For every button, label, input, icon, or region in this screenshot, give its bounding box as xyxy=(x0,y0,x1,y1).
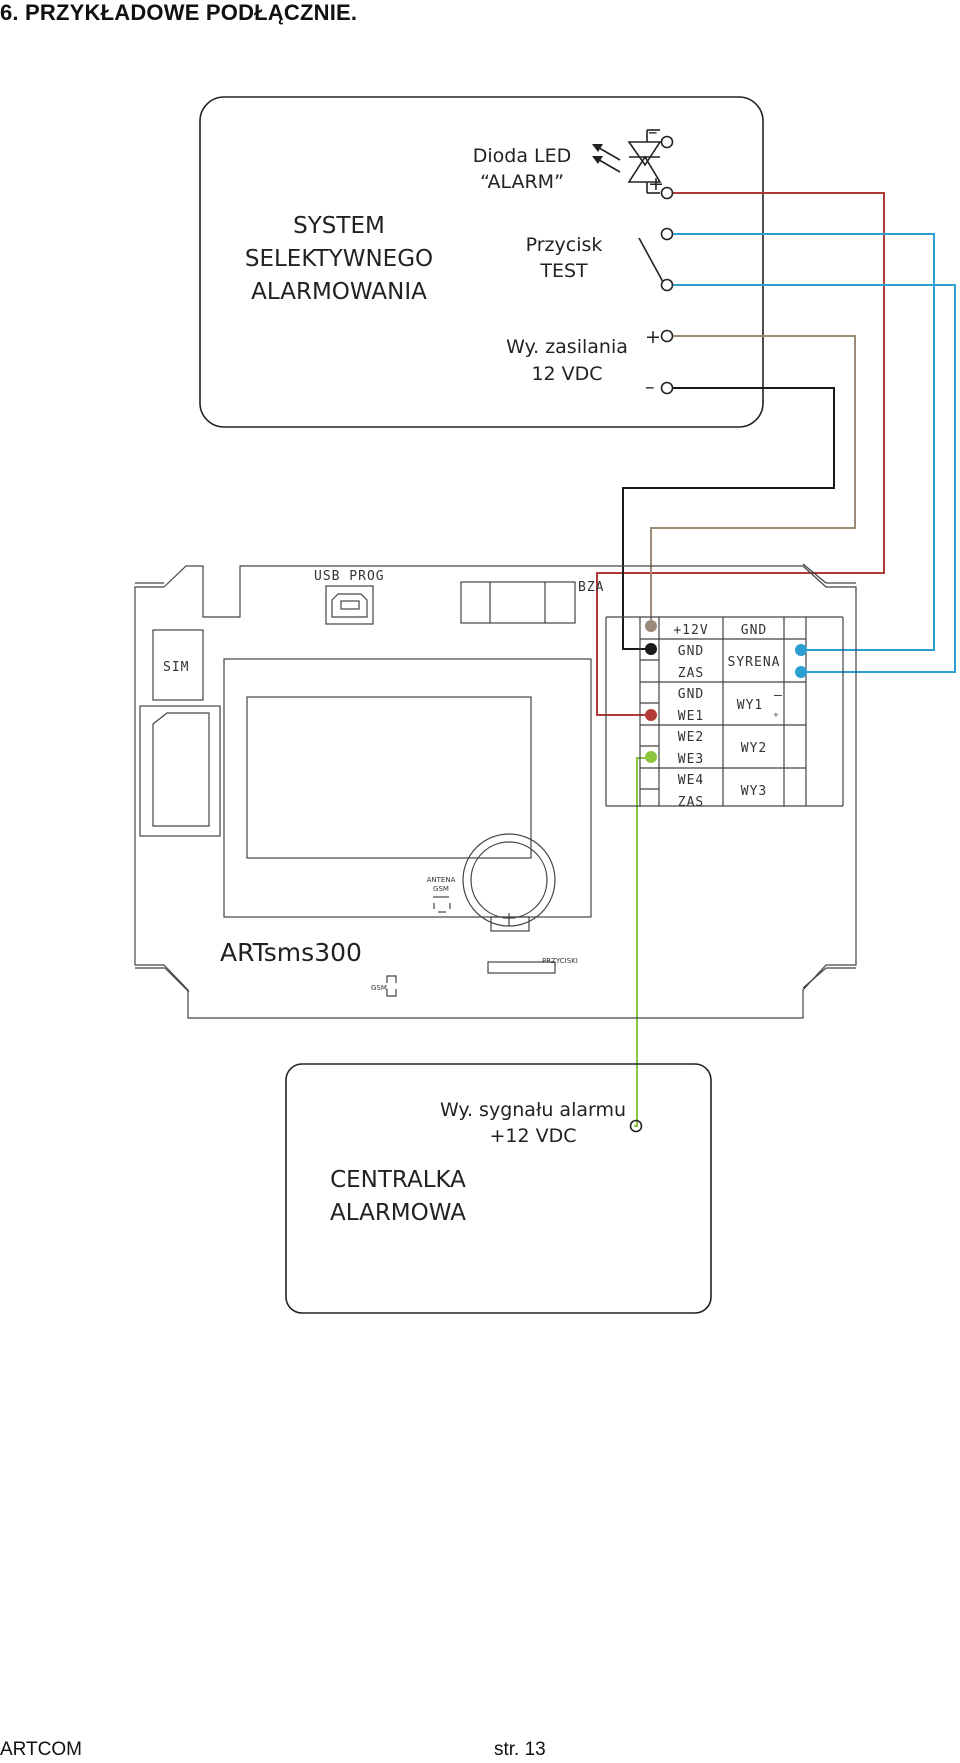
button-terminal-top xyxy=(660,227,674,241)
wire-blue-2 xyxy=(673,284,956,673)
led-label-line-1: Dioda LED xyxy=(473,145,572,167)
antenna-label-line-1: ANTENA xyxy=(427,876,456,884)
gsm-led-label: GSM xyxy=(371,984,387,992)
system-title-line-1: SYSTEM xyxy=(293,213,385,239)
led-plus-sign: + xyxy=(648,173,664,195)
sim-slot xyxy=(152,629,204,701)
usb-connector xyxy=(325,585,374,625)
endpoint-we1 xyxy=(645,709,657,721)
button-label-line-2: TEST xyxy=(539,260,588,282)
alarm-signal-line-1: Wy. sygnału alarmu xyxy=(440,1099,626,1121)
usb-label: USB PROG xyxy=(314,569,385,584)
page-heading: 6. PRZYKŁADOWE PODŁĄCZNIE. xyxy=(0,0,358,25)
footer-company: ARTCOM xyxy=(0,1739,82,1760)
lcd-display xyxy=(246,696,532,859)
endpoint-we3 xyxy=(645,751,657,763)
supply-minus-terminal xyxy=(660,381,674,395)
board-model-label: ARTsms300 xyxy=(220,938,362,967)
endpoint-syrena-1 xyxy=(795,644,807,656)
terminal-block xyxy=(605,616,844,807)
battery-holder xyxy=(462,833,556,927)
terminal-syrena: SYRENA xyxy=(728,655,781,670)
terminal-we1: WE1 xyxy=(678,709,704,724)
supply-label-line-1: Wy. zasilania xyxy=(506,336,628,358)
terminal-wy1: WY1 xyxy=(737,698,763,713)
terminal-zas-2: ZAS xyxy=(678,795,704,810)
terminal-zas-1: ZAS xyxy=(678,666,704,681)
alarm-box-frame xyxy=(285,1063,712,1314)
alarm-box: CENTRALKA ALARMOWA Wy. sygnału alarmu +1… xyxy=(285,1063,712,1314)
supply-label-line-2: 12 VDC xyxy=(531,363,602,385)
terminal-wy1-plus: + xyxy=(773,711,779,719)
sim-card-holder xyxy=(139,705,221,837)
footer-page-number: str. 13 xyxy=(494,1739,546,1760)
test-switch-icon xyxy=(638,237,664,283)
led-label-line-2: “ALARM” xyxy=(480,171,564,193)
button-terminal-bottom xyxy=(660,278,674,292)
board: USB PROG BZA SIM ANTENA GSM ARTsms300 xyxy=(134,563,857,1019)
supply-plus-sign: + xyxy=(645,326,661,348)
system-box-frame xyxy=(199,96,764,428)
terminal-we3: WE3 xyxy=(678,752,704,767)
system-title-line-3: ALARMOWANIA xyxy=(251,279,427,305)
alarm-signal-line-2: +12 VDC xyxy=(489,1125,576,1147)
module-area xyxy=(223,658,592,918)
endpoint-gnd xyxy=(645,643,657,655)
alarm-title-line-1: CENTRALKA xyxy=(330,1167,466,1193)
alarm-title-line-2: ALARMOWA xyxy=(330,1200,466,1226)
wire-green xyxy=(634,757,652,1127)
terminal-we4: WE4 xyxy=(678,773,704,788)
terminal-we2: WE2 xyxy=(678,730,704,745)
terminal-wy1-minus: – xyxy=(774,688,783,703)
system-box: SYSTEM SELEKTYWNEGO ALARMOWANIA Dioda LE… xyxy=(199,96,764,428)
terminal-wy2: WY2 xyxy=(741,741,767,756)
endpoint-12v xyxy=(645,620,657,632)
board-outline xyxy=(134,565,857,1019)
wire-brown xyxy=(650,335,856,623)
antenna-connector-icon xyxy=(433,896,451,913)
endpoint-syrena-2 xyxy=(795,666,807,678)
terminal-gnd-1: GND xyxy=(678,644,704,659)
led-plus-terminal xyxy=(660,186,674,200)
antenna-label-line-2: GSM xyxy=(433,885,449,893)
terminal-12v: +12V xyxy=(673,623,708,638)
system-title-line-2: SELEKTYWNEGO xyxy=(245,246,433,272)
wire-black xyxy=(622,387,835,650)
wire-blue-1 xyxy=(673,233,935,651)
terminal-gnd-2: GND xyxy=(678,687,704,702)
buttons-connector xyxy=(487,961,556,974)
buttons-label: PRZYCISKI xyxy=(542,957,578,965)
alarm-signal-terminal xyxy=(629,1119,643,1133)
supply-plus-terminal xyxy=(660,329,674,343)
led-diode-icon xyxy=(592,129,662,194)
led-minus-sign: – xyxy=(648,121,658,143)
terminal-gnd-right: GND xyxy=(741,623,767,638)
buzzer-block xyxy=(460,581,576,624)
button-label-line-1: Przycisk xyxy=(526,234,603,256)
sim-label: SIM xyxy=(163,660,189,675)
buzzer-label: BZA xyxy=(578,580,604,595)
led-minus-terminal xyxy=(660,135,674,149)
supply-minus-sign: – xyxy=(645,376,655,398)
gsm-led-icon xyxy=(386,975,397,997)
terminal-wy3: WY3 xyxy=(741,784,767,799)
